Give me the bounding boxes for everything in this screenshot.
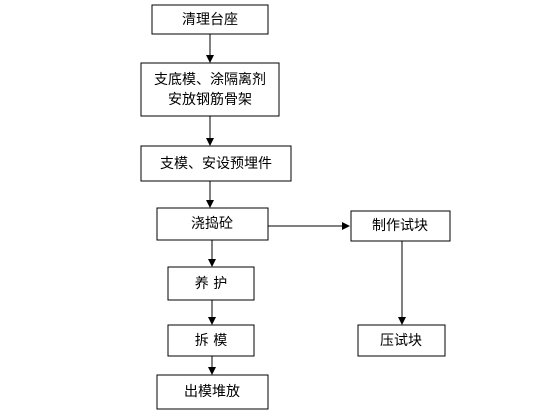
node-curing: 养 护 bbox=[167, 266, 255, 301]
node-curing-label: 养 护 bbox=[195, 276, 227, 292]
node-demold: 拆 模 bbox=[167, 324, 255, 357]
node-side-form-embed-label: 支模、安设预埋件 bbox=[160, 156, 272, 172]
node-compression-test-label: 压试块 bbox=[380, 333, 422, 349]
node-formwork-rebar: 支底模、涂隔离剂 安放钢筋骨架 bbox=[140, 62, 280, 117]
node-formwork-rebar-label-line1: 支底模、涂隔离剂 bbox=[154, 71, 266, 88]
node-stacking: 出模堆放 bbox=[156, 374, 269, 410]
node-make-specimen: 制作试块 bbox=[350, 210, 451, 242]
node-make-specimen-label: 制作试块 bbox=[372, 218, 428, 234]
node-pour-concrete-label: 浇捣砼 bbox=[191, 215, 233, 232]
node-stacking-label: 出模堆放 bbox=[184, 384, 240, 400]
node-demold-label: 拆 模 bbox=[195, 333, 227, 349]
node-formwork-rebar-label-line2: 安放钢筋骨架 bbox=[168, 91, 252, 108]
node-pour-concrete: 浇捣砼 bbox=[156, 207, 269, 241]
node-clean-bed-label: 清理台座 bbox=[182, 12, 238, 28]
node-clean-bed: 清理台座 bbox=[151, 4, 269, 35]
node-compression-test: 压试块 bbox=[357, 324, 446, 357]
node-side-form-embed: 支模、安设预埋件 bbox=[140, 145, 292, 182]
